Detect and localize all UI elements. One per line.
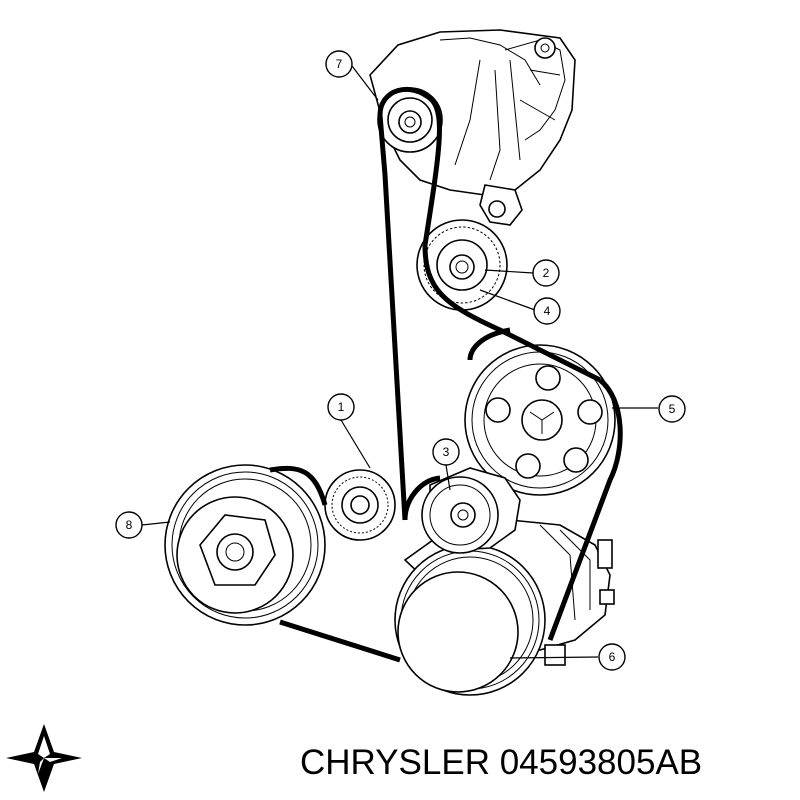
callout-2: 2 <box>532 259 560 287</box>
belt-tensioner <box>421 467 521 554</box>
serpentine-belt <box>269 86 623 663</box>
part-caption: CHRYSLER 04593805AB <box>300 738 795 788</box>
callout-5: 5 <box>658 395 686 423</box>
crankshaft-damper <box>164 464 326 626</box>
svg-text:8: 8 <box>126 518 133 532</box>
callout-4: 4 <box>533 297 561 325</box>
svg-text:6: 6 <box>609 650 616 664</box>
callout-3: 3 <box>432 438 460 466</box>
brand-name: CHRYSLER <box>300 743 490 782</box>
svg-text:7: 7 <box>336 57 343 71</box>
callout-6: 6 <box>598 643 626 671</box>
alternator <box>369 29 576 226</box>
callout-7: 7 <box>325 50 353 78</box>
svg-text:5: 5 <box>669 402 676 416</box>
callout-1: 1 <box>327 393 355 421</box>
ac-compressor <box>394 519 615 696</box>
callout-8: 8 <box>115 511 143 539</box>
svg-text:3: 3 <box>443 445 450 459</box>
leader-lines <box>141 65 658 659</box>
svg-text:1: 1 <box>338 400 345 414</box>
tensioner-pulley <box>324 469 396 541</box>
chrysler-pentastar-icon <box>6 724 82 792</box>
idler-pulley <box>416 219 508 311</box>
part-number: 04593805AB <box>499 743 703 782</box>
svg-text:2: 2 <box>543 266 550 280</box>
svg-text:4: 4 <box>544 304 551 318</box>
